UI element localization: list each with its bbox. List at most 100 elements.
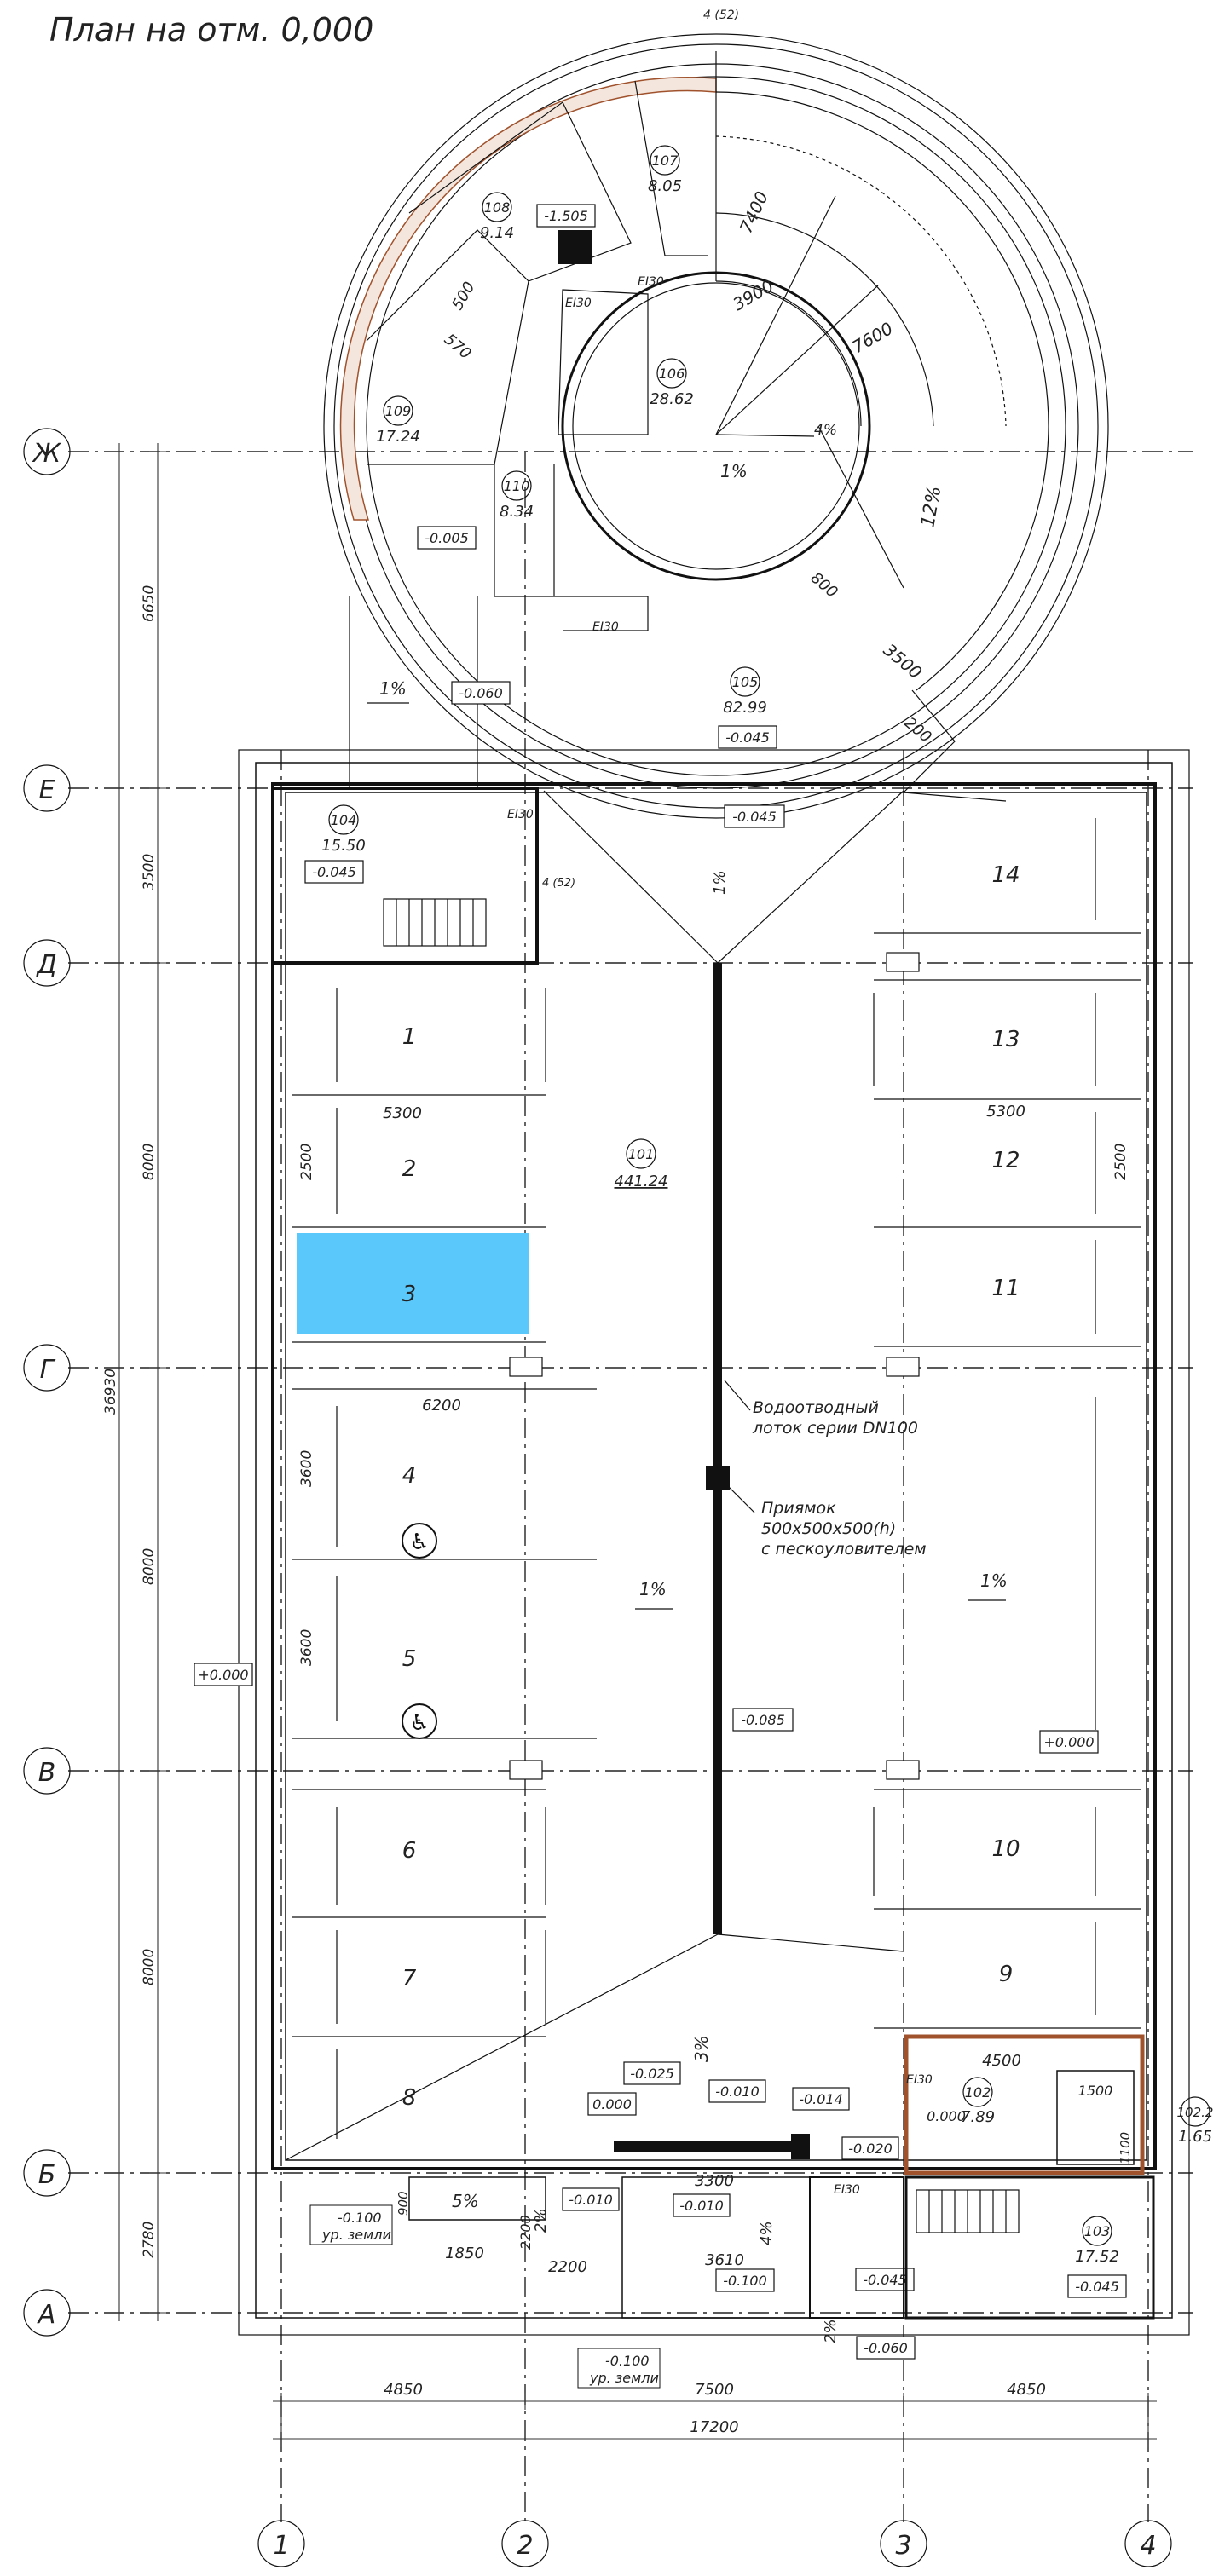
ground-label-left: ур. земли bbox=[321, 2227, 391, 2243]
level-exit-d: -0.060 bbox=[864, 2340, 908, 2356]
service-rooms bbox=[271, 787, 1155, 2320]
dim-3500: 3500 bbox=[141, 854, 158, 890]
svg-text:28.62: 28.62 bbox=[650, 390, 694, 408]
right-bays bbox=[873, 818, 1141, 2029]
space-1[interactable]: 1 bbox=[402, 1024, 417, 1050]
level-103: -0.045 bbox=[1075, 2279, 1119, 2295]
dim-5300-right: 5300 bbox=[986, 1103, 1025, 1121]
dim-800: 800 bbox=[807, 569, 841, 602]
axis-bubble-b bbox=[23, 2149, 71, 2197]
dim-3600-a: 3600 bbox=[298, 1450, 315, 1487]
dim-4850-left: 4850 bbox=[384, 2381, 423, 2399]
space-13[interactable]: 13 bbox=[991, 1027, 1020, 1052]
dim-3600-b: 3600 bbox=[298, 1629, 315, 1666]
axis-label-e: Е bbox=[39, 775, 55, 805]
level-exit-b: -0.010 bbox=[679, 2198, 724, 2214]
svg-text:108: 108 bbox=[484, 199, 511, 216]
room-105[interactable]: 105 82.99 bbox=[723, 666, 767, 717]
entry-dimensions: 4500 1500 1100 3300 3610 2200 2200 1850 … bbox=[396, 2052, 1133, 2276]
parking-space-3-selected[interactable] bbox=[297, 1233, 529, 1334]
level-left-entry: +0.000 bbox=[198, 1667, 248, 1683]
axis-bubble-zh bbox=[23, 428, 71, 475]
axis-label-d: Д bbox=[35, 950, 56, 980]
svg-text:8.05: 8.05 bbox=[648, 177, 682, 195]
room-109[interactable]: 109 17.24 bbox=[376, 395, 420, 446]
column-axis-markers: 1 2 3 4 bbox=[257, 2520, 1172, 2567]
svg-text:110: 110 bbox=[504, 478, 530, 494]
level-ground-bottom: -0.100 bbox=[605, 2353, 650, 2369]
fire-rating-labels: EI30 EI30 EI30 EI30 EI30 EI30 4 (52) bbox=[507, 275, 933, 2197]
dim-570: 570 bbox=[441, 331, 475, 363]
svg-text:103: 103 bbox=[1084, 2223, 1111, 2239]
pit-note-line-3: с пескоуловителем bbox=[761, 1540, 927, 1559]
svg-text:441.24: 441.24 bbox=[615, 1173, 668, 1190]
left-dimensions: 6650 3500 8000 8000 8000 2780 36930 bbox=[102, 443, 166, 2321]
level-108: -1.505 bbox=[544, 208, 588, 224]
hall-dimensions: 5300 5300 6200 2500 2500 3600 3600 bbox=[298, 1103, 1129, 1666]
dim-2500-left: 2500 bbox=[298, 1144, 315, 1180]
level-right-entry: +0.000 bbox=[1043, 1734, 1094, 1750]
level-102: 0.000 bbox=[927, 2108, 966, 2124]
space-7[interactable]: 7 bbox=[402, 1966, 417, 1991]
svg-text:15.50: 15.50 bbox=[321, 837, 366, 855]
dim-8000-a: 8000 bbox=[141, 1144, 158, 1180]
axis-label-b: Б bbox=[38, 2160, 56, 2190]
drain-note: Водоотводный лоток серии DN100 bbox=[724, 1380, 918, 1438]
slope-markers: 1% 1% 1% 1% 3% 5% 2% 4% 2% bbox=[367, 678, 1008, 2343]
dim-17200: 17200 bbox=[690, 2418, 738, 2436]
room-102-2[interactable]: 102.2 1.65 bbox=[1177, 2096, 1214, 2146]
space-11[interactable]: 11 bbox=[991, 1276, 1020, 1301]
space-9[interactable]: 9 bbox=[999, 1962, 1014, 1987]
slope-5: 5% bbox=[452, 2191, 479, 2211]
space-2[interactable]: 2 bbox=[402, 1156, 417, 1182]
level-vestibule: -0.060 bbox=[459, 685, 503, 701]
dim-4850-right: 4850 bbox=[1007, 2381, 1046, 2399]
slope-hall-left: 1% bbox=[639, 1579, 667, 1599]
level-ramp-c: -0.014 bbox=[799, 2091, 843, 2107]
plan-title: План на отм. 0,000 bbox=[49, 11, 373, 49]
svg-text:7.89: 7.89 bbox=[961, 2108, 995, 2126]
axis-label-a: А bbox=[37, 2300, 56, 2330]
axis-bubble-d bbox=[23, 939, 71, 987]
pit-note-line-2: 500х500х500(h) bbox=[761, 1519, 896, 1538]
level-exit-a: -0.010 bbox=[569, 2192, 613, 2208]
pit-note-line-1: Приямок bbox=[761, 1499, 836, 1518]
space-14[interactable]: 14 bbox=[991, 862, 1020, 888]
axis-label-zh: Ж bbox=[32, 439, 62, 469]
room-108[interactable]: 108 9.14 bbox=[480, 192, 514, 242]
room-107[interactable]: 107 8.05 bbox=[648, 145, 682, 195]
svg-text:8.34: 8.34 bbox=[500, 503, 534, 521]
wheelchair-icon: ♿ bbox=[402, 1523, 437, 1559]
room-110[interactable]: 110 8.34 bbox=[500, 470, 534, 521]
room-103[interactable]: 103 17.52 bbox=[1075, 2216, 1119, 2266]
axis-label-v: В bbox=[38, 1758, 56, 1788]
space-12[interactable]: 12 bbox=[991, 1148, 1020, 1173]
space-6[interactable]: 6 bbox=[402, 1838, 417, 1864]
svg-text:102: 102 bbox=[965, 2084, 991, 2101]
svg-text:82.99: 82.99 bbox=[723, 699, 767, 717]
space-3[interactable]: 3 bbox=[402, 1282, 417, 1307]
pit-note: Приямок 500х500х500(h) с пескоуловителем bbox=[728, 1486, 927, 1559]
room-101[interactable]: 101 441.24 bbox=[615, 1138, 668, 1190]
axis-label-2: 2 bbox=[517, 2531, 533, 2561]
dim-3300: 3300 bbox=[695, 2172, 734, 2190]
level-104: -0.045 bbox=[312, 864, 356, 880]
axis-label-1: 1 bbox=[273, 2531, 289, 2561]
room-102[interactable]: 102 7.89 bbox=[961, 2077, 995, 2126]
slope-vestibule: 1% bbox=[379, 678, 407, 699]
ei30-2: EI30 bbox=[592, 620, 619, 634]
space-10[interactable]: 10 bbox=[991, 1836, 1020, 1862]
drain-note-line-2: лоток серии DN100 bbox=[752, 1419, 918, 1438]
dim-1500: 1500 bbox=[1078, 2083, 1113, 2099]
space-5[interactable]: 5 bbox=[402, 1646, 417, 1672]
wheelchair-icon: ♿ bbox=[402, 1703, 437, 1739]
ei30-5: EI30 bbox=[906, 2073, 933, 2087]
ei30-3: EI30 bbox=[565, 297, 592, 310]
room-106[interactable]: 106 28.62 bbox=[650, 358, 694, 408]
axis-bubble-g bbox=[23, 1344, 71, 1392]
dim-3610: 3610 bbox=[705, 2251, 744, 2269]
space-8[interactable]: 8 bbox=[402, 2085, 417, 2111]
space-4[interactable]: 4 bbox=[402, 1463, 417, 1489]
dim-8000-c: 8000 bbox=[141, 1949, 158, 1985]
room-104[interactable]: 104 15.50 bbox=[321, 804, 366, 855]
